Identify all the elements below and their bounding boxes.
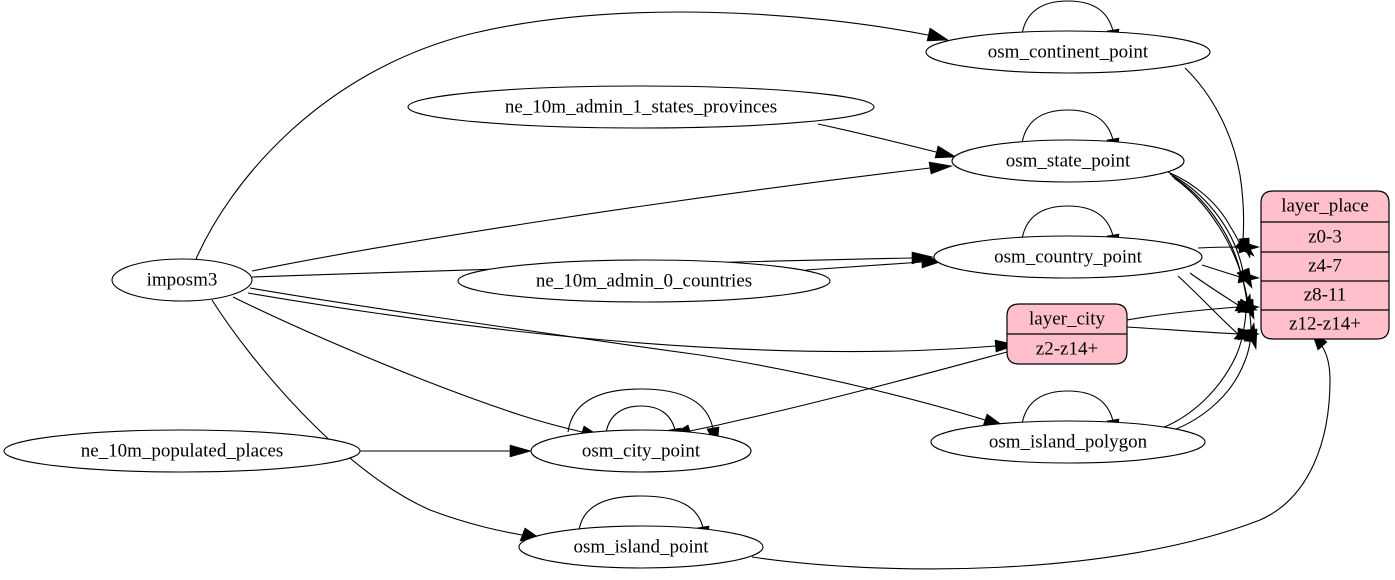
node-layer_place[interactable]: layer_place z0-3 z4-7 z8-11 z12-z14+	[1260, 190, 1390, 340]
node-osm_island_point[interactable]: osm_island_point	[518, 525, 764, 569]
node-label-osm_state_point: osm_state_point	[1006, 150, 1131, 171]
edge-osm_country_point-to-layer_place-z4-7	[1201, 264, 1261, 284]
layer_place-row-z4-7[interactable]: z4-7	[1308, 255, 1342, 276]
node-label-osm_continent_point: osm_continent_point	[988, 41, 1149, 62]
node-label-osm_island_point: osm_island_point	[573, 536, 709, 557]
node-label-osm_island_polygon: osm_island_polygon	[989, 431, 1148, 452]
edge-osm_continent_point-to-layer_place-z0-3	[1184, 67, 1251, 259]
edge-layer_city-to-layer_place-z8-11	[1126, 300, 1261, 321]
node-label-osm_city_point: osm_city_point	[582, 440, 701, 461]
edge-osm_country_point-to-layer_place-z0-3	[1197, 240, 1261, 254]
nodes-layer: imposm3 ne_10m_admin_1_states_provinces …	[3, 30, 1390, 569]
edge-imposm3-to-osm_city_point	[232, 296, 602, 439]
edge-osm_island_polygon-to-layer_place-z8-11	[1161, 293, 1253, 429]
layer_place-header: layer_place	[1281, 195, 1369, 216]
node-osm_country_point[interactable]: osm_country_point	[933, 235, 1203, 279]
node-osm_city_point[interactable]: osm_city_point	[530, 429, 752, 473]
layer_city-row-z2-z14[interactable]: z2-z14+	[1036, 338, 1098, 359]
node-layer_city[interactable]: layer_city z2-z14+	[1006, 303, 1128, 365]
node-label-imposm3: imposm3	[147, 269, 218, 290]
node-label-osm_country_point: osm_country_point	[994, 246, 1142, 267]
node-osm_island_polygon[interactable]: osm_island_polygon	[930, 420, 1206, 464]
edge-layer_city-to-layer_place-z12-z14+	[1126, 326, 1261, 341]
node-ne_10m_populated_places[interactable]: ne_10m_populated_places	[3, 429, 361, 473]
layer_city-header: layer_city	[1029, 308, 1105, 329]
edge-imposm3-to-osm_continent_point	[195, 11, 949, 260]
node-osm_continent_point[interactable]: osm_continent_point	[925, 30, 1211, 74]
edge-ne_10m_admin_0_countries-to-osm_country_point	[805, 255, 945, 271]
node-label-ne_10m_admin_1_states_provinces: ne_10m_admin_1_states_provinces	[505, 96, 777, 117]
edge-imposm3-to-osm_island_point	[211, 299, 542, 542]
node-label-ne_10m_populated_places: ne_10m_populated_places	[81, 440, 284, 461]
edge-imposm3-to-osm_state_point	[251, 161, 954, 272]
node-label-ne_10m_admin_0_countries: ne_10m_admin_0_countries	[536, 270, 752, 291]
edge-osm_island_polygon-to-layer_place-z12-z14+	[1167, 322, 1257, 433]
edge-ne_10m_admin_1_states_provinces-to-osm_state_point	[817, 123, 957, 159]
edge-layer_city-to-osm_city_point	[669, 351, 1008, 438]
node-ne_10m_admin_0_countries[interactable]: ne_10m_admin_0_countries	[457, 259, 831, 303]
layer_place-row-z12-z14[interactable]: z12-z14+	[1289, 313, 1361, 334]
layer_place-row-z8-11[interactable]: z8-11	[1304, 284, 1347, 305]
layer_place-row-z0-3[interactable]: z0-3	[1308, 226, 1342, 247]
node-ne_10m_admin_1_states_provinces[interactable]: ne_10m_admin_1_states_provinces	[407, 85, 875, 129]
edge-ne_10m_populated_places-to-osm_city_point	[360, 444, 533, 458]
edge-imposm3-to-osm_island_polygon	[249, 287, 1006, 428]
node-imposm3[interactable]: imposm3	[111, 258, 253, 302]
node-osm_state_point[interactable]: osm_state_point	[951, 139, 1185, 183]
